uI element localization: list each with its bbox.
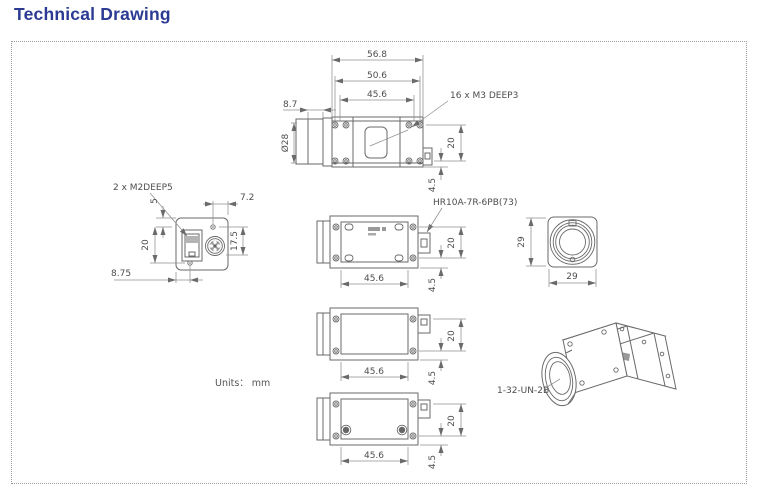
mounting-holes-bottom <box>332 400 417 440</box>
dim-rear-hole-span: 20 <box>141 239 151 251</box>
camera-body-mid <box>329 307 419 361</box>
mount-index-notch <box>568 220 577 227</box>
dim-top-lens-offset: 8.7 <box>283 100 297 110</box>
lens-barrel-top <box>295 118 324 165</box>
dim-top-body-width: 45.6 <box>367 90 387 100</box>
label-top-screws: 16 x M3 DEEP3 <box>450 91 518 101</box>
m2-screw-hole-bottom <box>187 260 193 266</box>
brand-marking <box>368 227 386 236</box>
dim-top-flange-width: 50.6 <box>367 71 387 81</box>
mount-index-pin <box>569 256 576 263</box>
io-connector-bottom <box>417 399 431 419</box>
io-connector-top <box>422 147 433 166</box>
units-label: Units： mm <box>215 378 270 389</box>
dim-top-lens-diameter: Ø28 <box>280 133 291 152</box>
dim-rear-hole-top-offset: 5 <box>150 198 160 204</box>
dim-rear-hole-bottom-offset: 8.75 <box>111 269 131 279</box>
io-connector-side <box>417 232 431 254</box>
isometric-view: 1-32-UN-2B <box>497 322 677 407</box>
camera-body-front <box>547 216 598 268</box>
label-rear-screws: 2 x M2DEEP5 <box>113 183 173 193</box>
dim-rear-connector-height: 17.5 <box>230 231 240 251</box>
top-cover-recess <box>364 126 388 159</box>
side-view: HR10A-7R-6PB(73) 45.6 20 4.5 <box>316 198 517 292</box>
hirose-connector <box>205 236 225 256</box>
dim-top-edge-offset: 4.5 <box>428 178 438 192</box>
dim-bottom-body-width: 45.6 <box>364 451 384 461</box>
dim-mid-body-width: 45.6 <box>364 367 384 377</box>
camera-body-bottom <box>329 392 419 446</box>
mounting-holes-top <box>331 121 424 165</box>
top-view: 56.8 50.6 45.6 8.7 Ø28 20 <box>280 50 518 192</box>
dim-rear-connector-right-offset: 7.2 <box>240 193 254 203</box>
lens-mount-rings <box>549 219 596 265</box>
mounting-holes-side <box>332 223 417 262</box>
dim-bottom-hole-span: 20 <box>447 415 457 427</box>
label-lens-thread: 1-32-UN-2B <box>497 386 549 396</box>
dim-side-body-width: 45.6 <box>364 274 384 284</box>
iso-lens <box>541 349 577 407</box>
page-title: Technical Drawing <box>14 4 171 24</box>
mounting-holes-mid <box>332 315 417 355</box>
rj45-connector <box>181 229 203 262</box>
dim-front-width: 29 <box>566 272 578 282</box>
dim-top-hole-span: 20 <box>447 137 457 149</box>
bottom-view: 45.6 20 4.5 <box>316 392 466 469</box>
dim-side-edge-offset: 4.5 <box>428 278 438 292</box>
dim-front-height: 29 <box>517 236 527 248</box>
dim-mid-hole-span: 20 <box>447 330 457 342</box>
m2-screw-hole-top <box>210 224 216 230</box>
label-io-connector: HR10A-7R-6PB(73) <box>433 198 517 208</box>
io-connector-mid <box>417 314 431 334</box>
camera-body-side <box>329 215 419 269</box>
lens-flange-ring <box>322 117 333 167</box>
tripod-holes <box>340 424 408 436</box>
dim-mid-edge-offset: 4.5 <box>428 371 438 385</box>
dim-top-overall-width: 56.8 <box>367 50 387 60</box>
rear-view: 2 x M2DEEP5 5 20 17.5 7.2 <box>111 183 254 283</box>
dim-side-hole-span: 20 <box>447 237 457 249</box>
mid-view: 45.6 20 4.5 <box>316 307 466 385</box>
dim-bottom-edge-offset: 4.5 <box>428 455 438 469</box>
front-view: 29 29 <box>517 216 598 287</box>
